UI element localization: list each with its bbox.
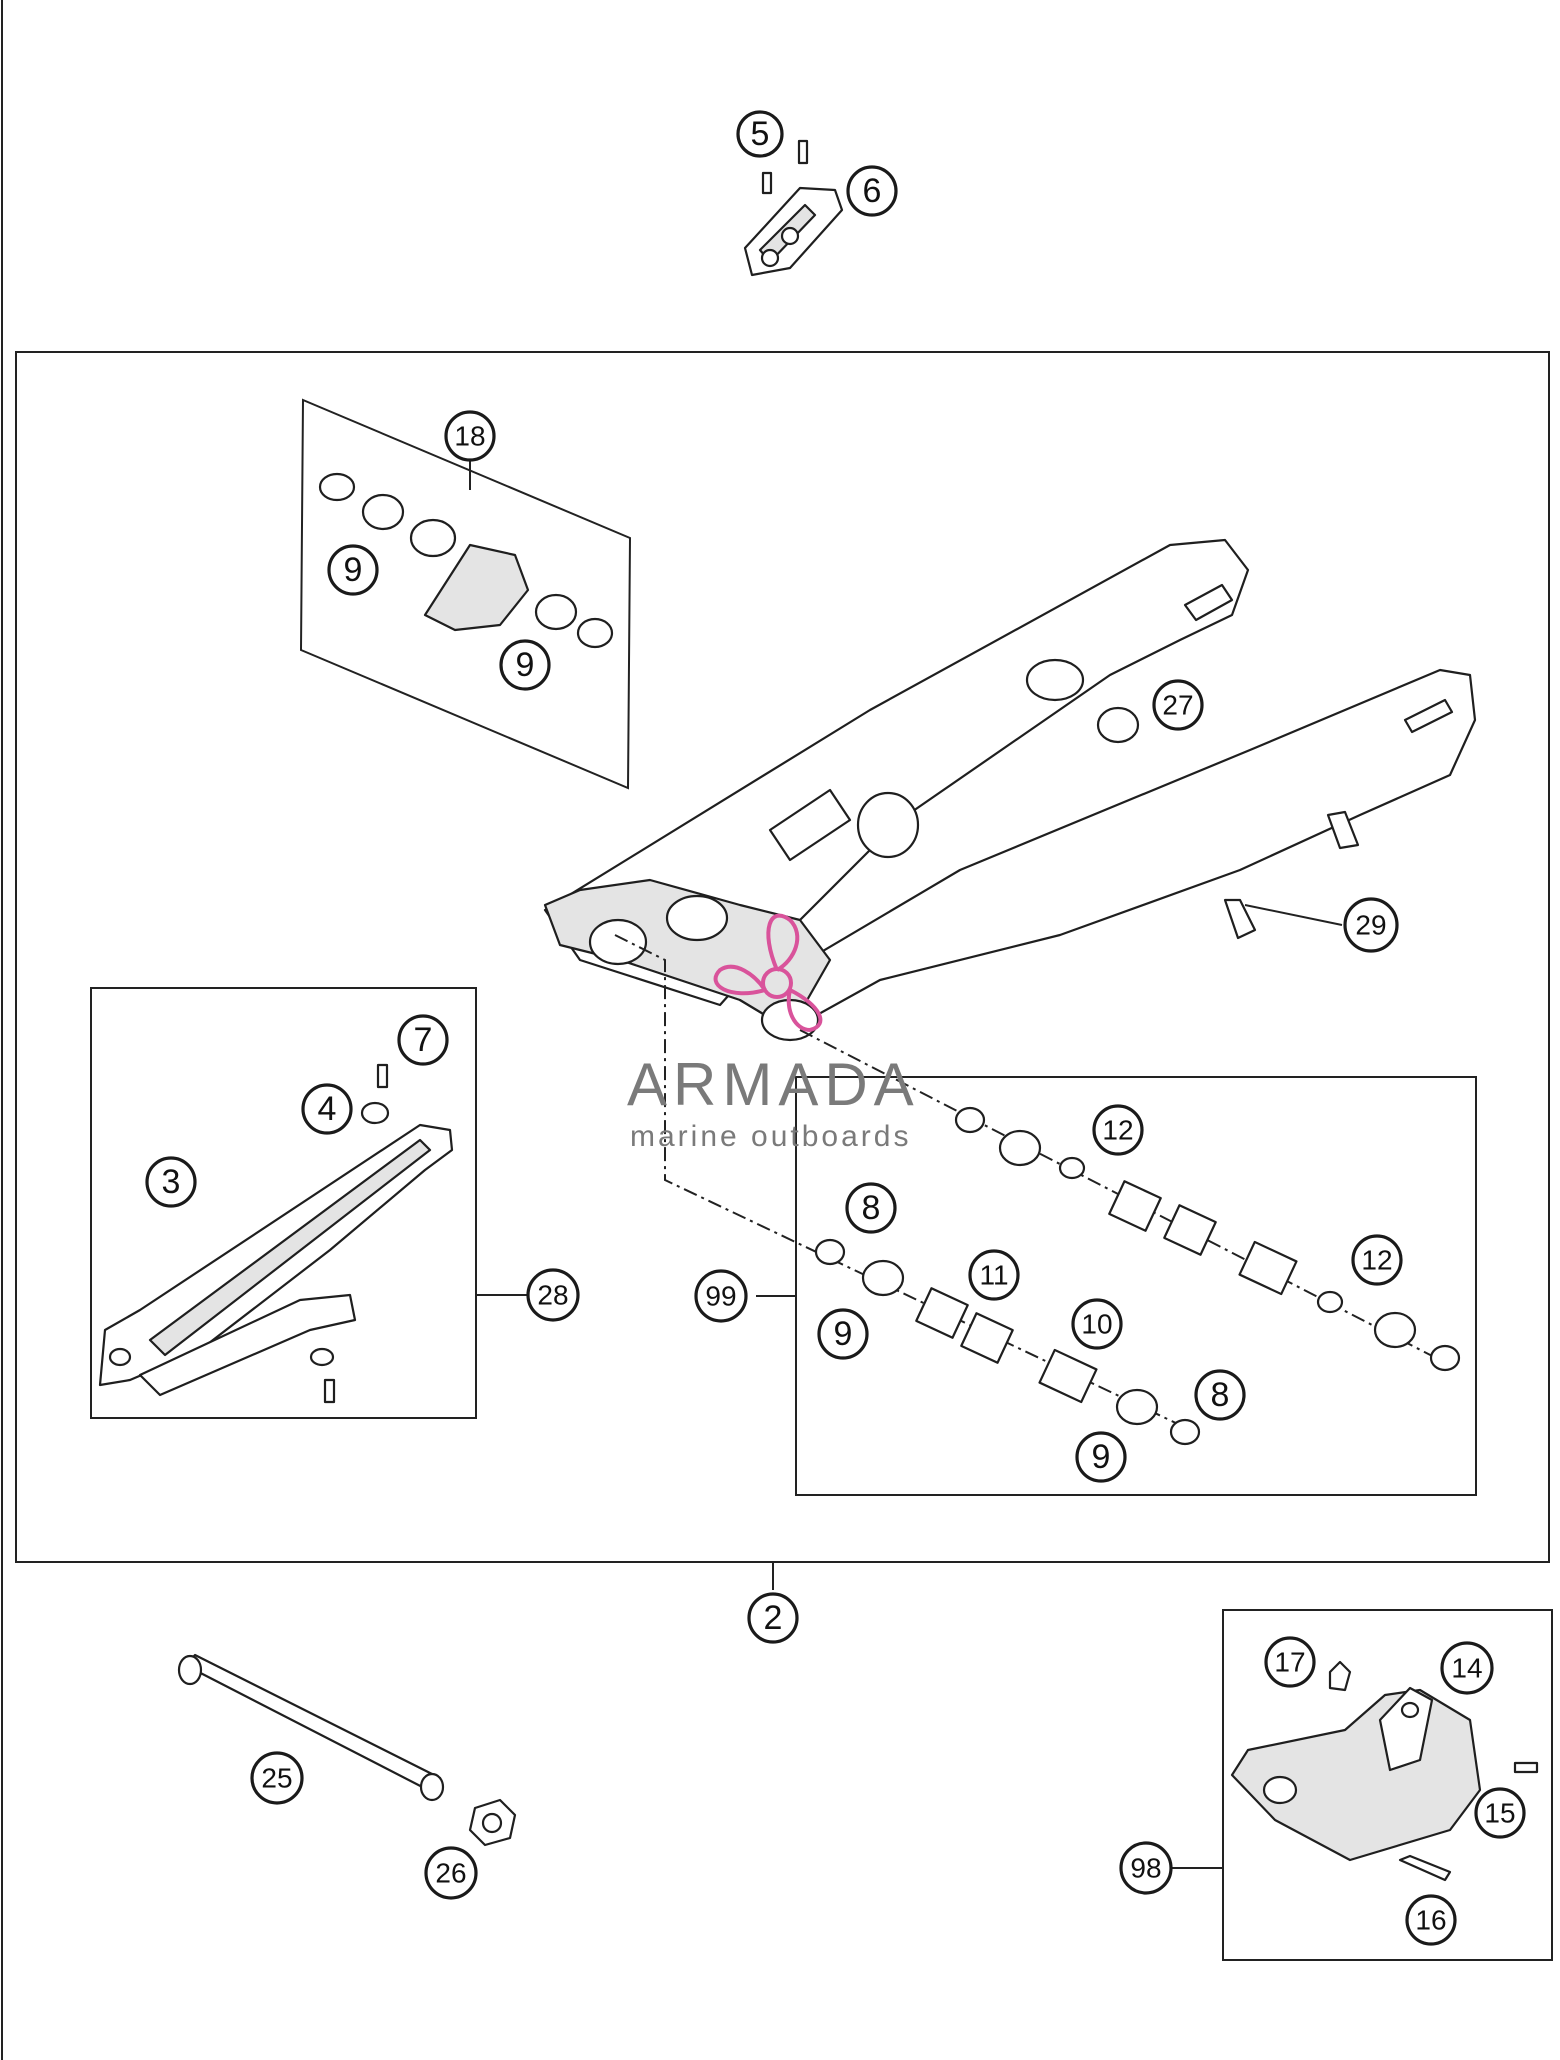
armada-watermark: ARMADA marine outboards — [627, 913, 920, 1153]
chain-guide-98-panel — [1170, 1609, 1553, 1961]
callout-9-kit-upper[interactable]: 9 — [327, 544, 379, 596]
callout-28[interactable]: 28 — [526, 1268, 580, 1322]
callout-7[interactable]: 7 — [397, 1014, 449, 1066]
swingarm-axle-25-part — [177, 1653, 445, 1802]
svg-text:29: 29 — [1355, 910, 1386, 941]
svg-text:12: 12 — [1361, 1245, 1392, 1276]
svg-text:7: 7 — [414, 1021, 433, 1059]
callout-8-lower[interactable]: 8 — [1194, 1369, 1246, 1421]
svg-text:6: 6 — [863, 172, 882, 210]
chain-guide-block-part — [743, 139, 844, 277]
callout-5[interactable]: 5 — [736, 110, 784, 158]
svg-text:5: 5 — [751, 115, 770, 153]
callout-27[interactable]: 27 — [1152, 679, 1204, 731]
callout-99[interactable]: 99 — [694, 1269, 748, 1323]
svg-text:9: 9 — [516, 646, 535, 684]
svg-text:12: 12 — [1102, 1115, 1133, 1146]
callout-8-upper[interactable]: 8 — [845, 1182, 897, 1234]
svg-text:25: 25 — [261, 1763, 292, 1794]
svg-text:17: 17 — [1274, 1647, 1305, 1678]
svg-text:8: 8 — [1211, 1376, 1230, 1414]
callout-12-upper[interactable]: 12 — [1092, 1104, 1144, 1156]
callout-9-kit-lower[interactable]: 9 — [499, 639, 551, 691]
bearing-set-99-panel — [614, 934, 1477, 1496]
propeller-logo-icon — [713, 913, 823, 1033]
svg-text:10: 10 — [1081, 1309, 1112, 1340]
callout-12-lower[interactable]: 12 — [1351, 1234, 1403, 1286]
svg-text:14: 14 — [1451, 1653, 1482, 1684]
callout-26[interactable]: 26 — [424, 1846, 478, 1900]
callout-25[interactable]: 25 — [250, 1751, 304, 1805]
callout-3[interactable]: 3 — [145, 1156, 197, 1208]
seal-27-part — [1096, 706, 1140, 744]
svg-text:26: 26 — [435, 1858, 466, 1889]
callout-11[interactable]: 11 — [968, 1249, 1020, 1301]
callout-4[interactable]: 4 — [301, 1083, 353, 1135]
svg-text:18: 18 — [454, 421, 485, 452]
swingarm-body — [543, 538, 1477, 1042]
callout-29[interactable]: 29 — [1343, 897, 1399, 953]
svg-text:28: 28 — [537, 1280, 568, 1311]
axle-nut-26-part — [468, 1798, 517, 1847]
bearing-kit-18-panel — [299, 398, 632, 790]
callout-18[interactable]: 18 — [444, 410, 496, 462]
svg-text:9: 9 — [1092, 1438, 1111, 1476]
svg-text:8: 8 — [862, 1189, 881, 1227]
svg-text:15: 15 — [1484, 1798, 1515, 1829]
svg-text:11: 11 — [979, 1260, 1008, 1291]
svg-text:99: 99 — [705, 1281, 736, 1312]
svg-text:9: 9 — [834, 1315, 853, 1353]
callout-14[interactable]: 14 — [1440, 1641, 1494, 1695]
callout-17[interactable]: 17 — [1264, 1636, 1316, 1688]
callout-9-set-upper[interactable]: 9 — [817, 1308, 869, 1360]
svg-text:98: 98 — [1130, 1853, 1161, 1884]
callout-10[interactable]: 10 — [1071, 1298, 1123, 1350]
chain-slider-28-panel — [90, 987, 528, 1419]
callout-98[interactable]: 98 — [1119, 1841, 1173, 1895]
svg-text:16: 16 — [1415, 1905, 1446, 1936]
callout-6[interactable]: 6 — [846, 165, 898, 217]
callout-15[interactable]: 15 — [1474, 1787, 1526, 1839]
svg-text:9: 9 — [344, 551, 363, 589]
svg-text:3: 3 — [162, 1163, 181, 1201]
callout-2[interactable]: 2 — [747, 1592, 799, 1644]
svg-text:27: 27 — [1162, 690, 1193, 721]
swingarm-assembly-frame — [15, 351, 1550, 1563]
svg-text:2: 2 — [764, 1599, 783, 1637]
watermark-brand-name: ARMADA — [627, 1051, 920, 1118]
callout-9-set-lower[interactable]: 9 — [1075, 1431, 1127, 1483]
watermark-tagline: marine outboards — [630, 1120, 911, 1153]
callout-16[interactable]: 16 — [1405, 1894, 1457, 1946]
svg-text:4: 4 — [318, 1090, 337, 1128]
